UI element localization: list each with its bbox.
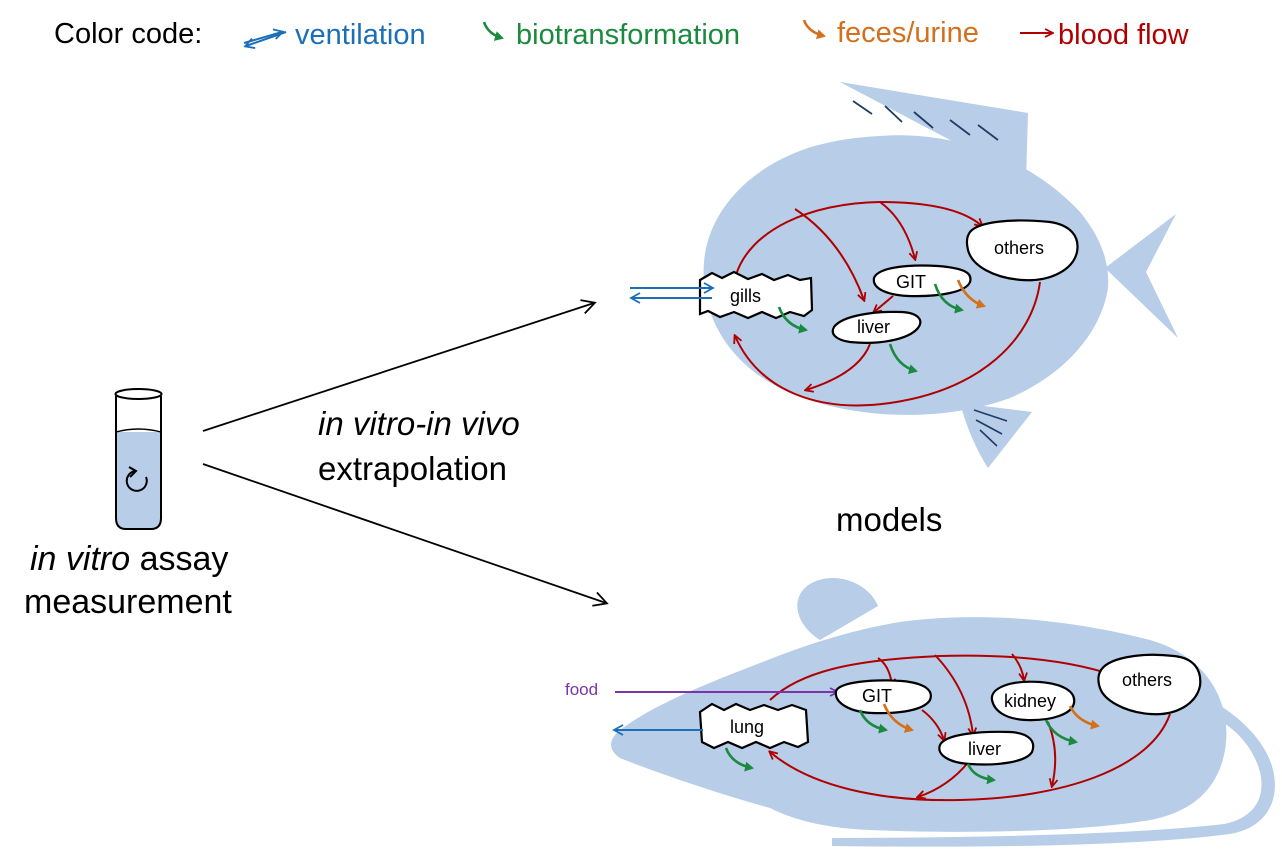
extrapolation-label-line2: extrapolation: [318, 450, 507, 487]
svg-text:liver: liver: [968, 739, 1001, 759]
fish-feces-arrow: [956, 279, 986, 309]
legend: Color code: ventilation biotransformatio…: [54, 17, 1190, 51]
assay-label-line1: in vitro assay: [30, 540, 228, 578]
fish-organ-liver: liver: [831, 310, 922, 344]
test-tube: [114, 388, 163, 530]
rotation-icon: [125, 466, 148, 492]
fish-blood-flow: [735, 200, 1041, 407]
rat-organ-git: GIT: [834, 679, 932, 715]
fish-organ-git: GIT: [872, 264, 972, 298]
arrow-to-fish-model: [202, 299, 597, 432]
legend-ventilation-icon: [243, 28, 287, 49]
svg-text:others: others: [994, 238, 1044, 258]
fish-biotransformation-arrows: [777, 283, 964, 375]
rat-model: food lung GIT kidney liver others: [565, 578, 1275, 847]
legend-feces-urine-icon: [802, 19, 826, 40]
legend-biotransformation-label: biotransformation: [516, 19, 740, 51]
legend-title: Color code:: [54, 18, 202, 50]
rat-feces-urine-arrows: [882, 703, 1100, 733]
svg-text:liver: liver: [857, 317, 890, 337]
svg-text:GIT: GIT: [896, 272, 926, 292]
fish-ventilation-arrows: [629, 282, 715, 304]
fish-organ-gills: gills: [698, 270, 814, 320]
svg-text:kidney: kidney: [1004, 691, 1056, 711]
legend-biotransformation-icon: [482, 21, 504, 41]
rat-organ-others: others: [1097, 653, 1202, 716]
food-label: food: [565, 680, 598, 699]
svg-text:gills: gills: [730, 286, 761, 306]
legend-blood-flow-label: blood flow: [1058, 19, 1190, 51]
fish-organ-others: others: [965, 219, 1079, 282]
legend-ventilation-label: ventilation: [295, 19, 426, 51]
models-label: models: [836, 501, 942, 538]
rat-organ-kidney: kidney: [990, 680, 1076, 722]
legend-feces-urine-label: feces/urine: [837, 17, 979, 49]
arrow-to-rat-model: [202, 463, 609, 607]
extrapolation-label-line1: in vitro-in vivo: [318, 405, 520, 442]
fish-model: gills GIT liver others: [629, 82, 1178, 468]
assay-label-line2: measurement: [24, 583, 232, 621]
svg-text:others: others: [1122, 670, 1172, 690]
svg-text:GIT: GIT: [862, 686, 892, 706]
svg-text:lung: lung: [730, 717, 764, 737]
rat-body: [611, 578, 1275, 847]
rat-food-input: food: [565, 680, 837, 699]
rat-biotransformation-arrows: [724, 709, 1078, 785]
rat-organ-liver: liver: [938, 730, 1035, 766]
rat-organ-lung: lung: [698, 702, 810, 750]
